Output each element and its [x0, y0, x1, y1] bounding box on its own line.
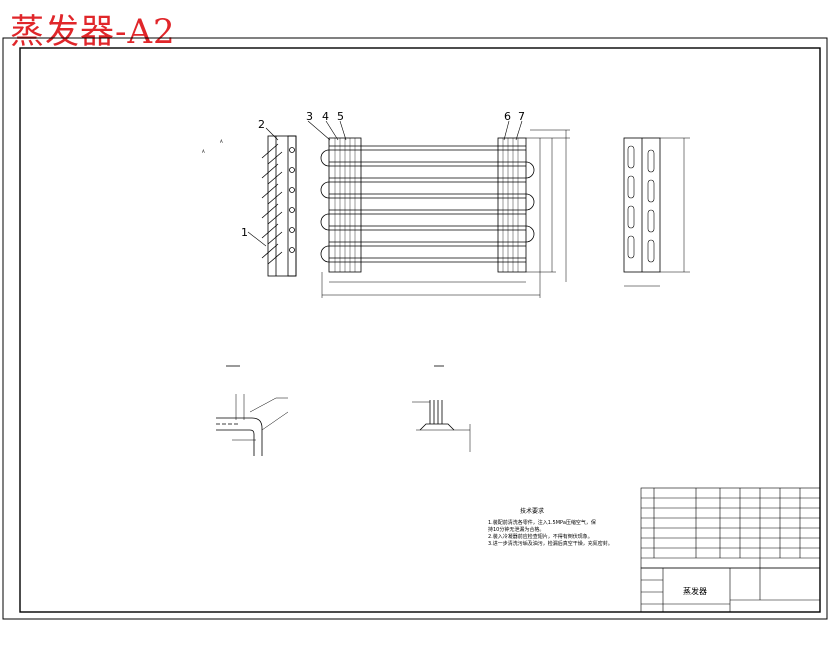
- end-view: [623, 137, 690, 287]
- balloon-6: 6: [504, 110, 511, 123]
- balloon-labels: 1 2 3 4 5 6 7: [241, 110, 525, 239]
- detail-bent-tube: [216, 365, 289, 456]
- balloon-leaders: [247, 120, 523, 247]
- balloon-1: 1: [241, 226, 248, 239]
- front-view-tubes: [329, 145, 526, 263]
- end-view-dimensions: [624, 137, 690, 287]
- side-view-tube-stubs: [261, 143, 283, 265]
- side-view: [261, 135, 297, 277]
- front-view-dimensions: [321, 129, 570, 298]
- parts-list: [640, 487, 821, 569]
- side-view-mark-b: A: [220, 139, 223, 144]
- tech-note-2: 持10分钟无泄漏为合格。: [488, 526, 544, 533]
- front-view-fins: [334, 138, 519, 272]
- front-view-right-tubesheet: [497, 137, 527, 273]
- tech-note-1: 1.装配前清洗各零件，注入1.5MPa压缩空气，保: [488, 519, 596, 526]
- front-view-bends: [320, 149, 535, 263]
- detail-fin-section: [412, 365, 471, 452]
- drawing-frame: [19, 47, 821, 613]
- balloon-4: 4: [322, 110, 329, 123]
- front-view: [320, 129, 570, 298]
- balloon-2: 2: [258, 118, 265, 131]
- end-view-slots: [627, 145, 655, 263]
- tech-notes: 1.装配前清洗各零件，注入1.5MPa压缩空气，保 持10分钟无泄漏为合格。 2…: [488, 519, 613, 547]
- balloon-3: 3: [306, 110, 313, 123]
- tech-note-4: 3.进一步清洗污垢及油污，检漏后真空干燥，充氮密封。: [488, 540, 613, 547]
- title-block: [640, 567, 821, 613]
- drawing-watermark: 蒸发器-A2: [10, 12, 176, 52]
- tech-note-3: 2.装入冷凝器前应检查翅片，不得有倒伏现象。: [488, 533, 593, 540]
- balloon-7: 7: [518, 110, 525, 123]
- sheet-border: [2, 37, 828, 620]
- side-view-holes: [289, 147, 295, 253]
- balloon-5: 5: [337, 110, 344, 123]
- title-block-part-name: 蒸发器: [683, 586, 707, 596]
- tech-title: 技术要求: [520, 507, 544, 515]
- side-view-mark-a: A: [202, 149, 205, 154]
